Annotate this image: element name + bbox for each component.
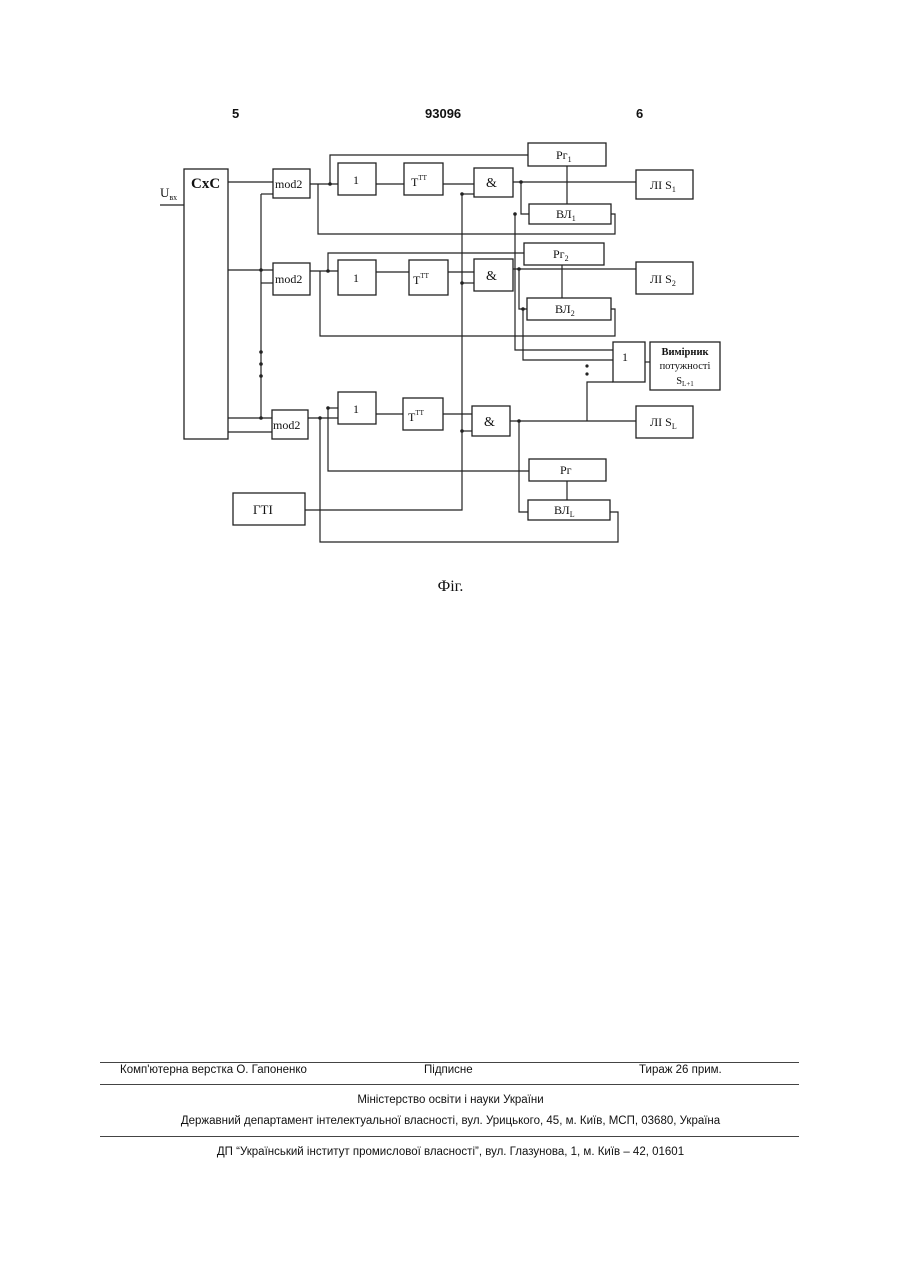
trigger-block-l: TТТ bbox=[403, 398, 443, 430]
footer-print-run: Тираж 26 прим. bbox=[639, 1064, 722, 1076]
or-block-1: 1 bbox=[338, 163, 376, 195]
vl-block-l: ВЛL bbox=[528, 500, 610, 520]
footer-rule-middle bbox=[100, 1084, 799, 1085]
svg-text:&: & bbox=[486, 269, 497, 284]
footer-signed: Підписне bbox=[424, 1064, 473, 1076]
svg-text:Рг: Рг bbox=[560, 463, 572, 477]
trigger-block-2: TТТ bbox=[409, 260, 448, 295]
li-block-1: ЛІ S1 bbox=[636, 170, 693, 199]
svg-text:1: 1 bbox=[353, 173, 359, 187]
svg-text:&: & bbox=[484, 415, 495, 430]
footer-ministry: Міністерство освіти і науки України bbox=[0, 1094, 901, 1106]
svg-text:Вимірник: Вимірник bbox=[661, 347, 709, 358]
svg-text:&: & bbox=[486, 176, 497, 191]
vl-block-1: ВЛ1 bbox=[529, 204, 611, 224]
svg-text:ГТІ: ГТІ bbox=[253, 502, 273, 517]
li-block-2: ЛІ S2 bbox=[636, 262, 693, 294]
mod2-block-l: mod2 bbox=[272, 410, 308, 439]
svg-text:mod2: mod2 bbox=[275, 272, 302, 286]
cxc-block: СхС bbox=[184, 169, 228, 439]
and-block-1: & bbox=[474, 168, 513, 197]
footer-rule-top bbox=[100, 1062, 799, 1063]
input-label: Uвх bbox=[160, 185, 177, 202]
svg-text:СхС: СхС bbox=[191, 176, 220, 192]
and-block-2: & bbox=[474, 259, 513, 291]
mod2-block-1: mod2 bbox=[273, 169, 310, 198]
svg-text:1: 1 bbox=[353, 402, 359, 416]
svg-text:1: 1 bbox=[622, 350, 628, 364]
svg-text:потужності: потужності bbox=[660, 361, 711, 372]
or-block-summary: 1 bbox=[613, 342, 645, 382]
svg-text:mod2: mod2 bbox=[273, 418, 300, 432]
footer-department: Державний департамент інтелектуальної вл… bbox=[0, 1115, 901, 1127]
register-block-l: Рг bbox=[529, 459, 606, 481]
footer-institute: ДП “Український інститут промислової вла… bbox=[0, 1146, 901, 1158]
or-block-2: 1 bbox=[338, 260, 376, 295]
block-diagram: СхС Uвх mod2 1 TТТ & Рг1 ВЛ1 ЛІ S1 mod2 … bbox=[0, 0, 901, 600]
vl-block-2: ВЛ2 bbox=[527, 298, 611, 320]
li-block-l: ЛІ SL bbox=[636, 406, 693, 438]
footer-rule-bottom bbox=[100, 1136, 799, 1137]
power-meter-block: Вимірник потужності SL+1 bbox=[650, 342, 720, 390]
svg-text:1: 1 bbox=[353, 271, 359, 285]
svg-text:Uвх: Uвх bbox=[160, 185, 177, 202]
footer-layout-credit: Комп'ютерна верстка О. Гапоненко bbox=[120, 1064, 307, 1076]
svg-text:mod2: mod2 bbox=[275, 177, 302, 191]
register-block-2: Рг2 bbox=[524, 243, 604, 265]
mod2-block-2: mod2 bbox=[273, 263, 310, 295]
trigger-block-1: TТТ bbox=[404, 163, 443, 195]
and-block-l: & bbox=[472, 406, 510, 436]
gti-block: ГТІ bbox=[233, 493, 305, 525]
or-block-l: 1 bbox=[338, 392, 376, 424]
figure-caption: Фіг. bbox=[0, 578, 901, 596]
register-block-1: Рг1 bbox=[528, 143, 606, 166]
